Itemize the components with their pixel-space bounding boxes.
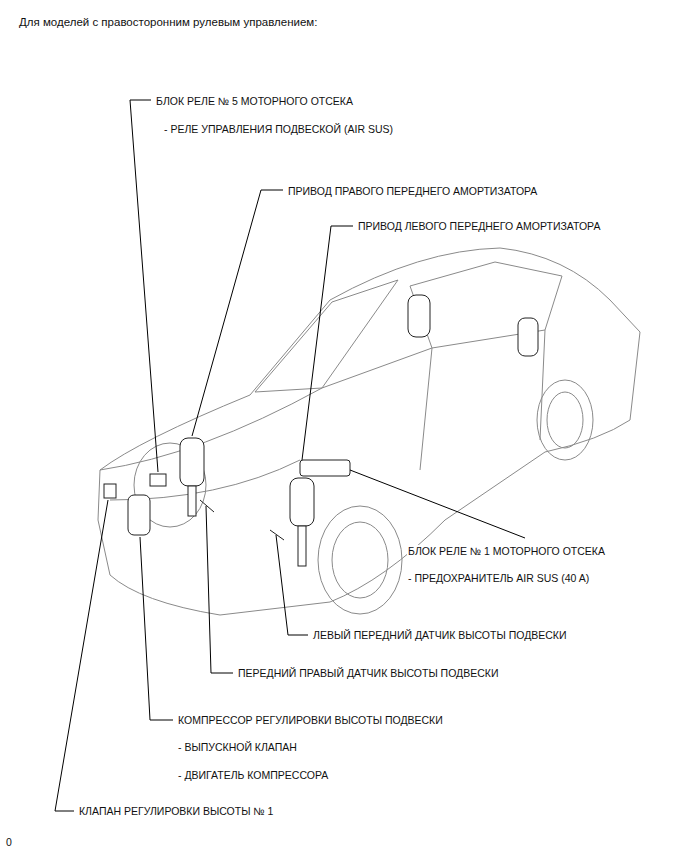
part-label: КЛАПАН РЕГУЛИРОВКИ ВЫСОТЫ № 1 [78, 805, 274, 817]
part-label: 0 [5, 836, 13, 848]
compressor [128, 495, 150, 535]
front-left-wheel [318, 506, 402, 614]
strut-fr [188, 486, 196, 516]
leader-line [302, 226, 353, 460]
relay-block-1 [300, 460, 350, 476]
side-window [410, 262, 562, 348]
leader-line [55, 500, 108, 811]
strut-fl [298, 526, 306, 566]
car-body [98, 248, 640, 615]
part-label: - ВЫПУСКНОЙ КЛАПАН [177, 741, 298, 753]
part-label: - ДВИГАТЕЛЬ КОМПРЕССОРА [177, 769, 329, 781]
part-label: ПРИВОД ПРАВОГО ПЕРЕДНЕГО АМОРТИЗАТОРА [287, 185, 538, 197]
part-label: ЛЕВЫЙ ПЕРЕДНИЙ ДАТЧИК ВЫСОТЫ ПОДВЕСКИ [312, 629, 568, 641]
leader-line [192, 190, 283, 436]
part-label: - РЕЛЕ УПРАВЛЕНИЯ ПОДВЕСКОЙ (AIR SUS) [163, 123, 394, 135]
relay-block-5 [150, 474, 166, 486]
height-sensor-fr [200, 500, 214, 512]
shock-absorber-fr [180, 438, 204, 486]
leader-line [276, 535, 308, 635]
part-label: ПРИВОД ЛЕВОГО ПЕРЕДНЕГО АМОРТИЗАТОРА [357, 220, 601, 232]
page-heading: Для моделей с правосторонним рулевым упр… [18, 15, 318, 29]
door-line [322, 330, 545, 470]
leader-line [140, 537, 173, 720]
rear-wheel [537, 380, 593, 460]
hood-line [100, 388, 322, 500]
shock-absorber-rr [518, 318, 538, 356]
part-label: ПЕРЕДНИЙ ПРАВЫЙ ДАТЧИК ВЫСОТЫ ПОДВЕСКИ [237, 667, 499, 679]
part-label: БЛОК РЕЛЕ № 1 МОТОРНОГО ОТСЕКА [407, 545, 606, 557]
part-label: БЛОК РЕЛЕ № 5 МОТОРНОГО ОТСЕКА [155, 95, 354, 107]
shock-absorber-rl [408, 295, 430, 337]
height-valve [104, 484, 116, 498]
shock-absorber-fl [290, 478, 314, 526]
height-sensor-fl [270, 530, 284, 540]
leader-line [206, 506, 233, 673]
front-left-wheel-rim [332, 522, 388, 598]
windshield [255, 280, 398, 392]
leader-line [130, 100, 158, 472]
rear-wheel-rim [547, 392, 583, 448]
leader-line [350, 470, 525, 538]
part-label: - ПРЕДОХРАНИТЕЛЬ AIR SUS (40 A) [407, 572, 590, 584]
part-label: КОМПРЕССОР РЕГУЛИРОВКИ ВЫСОТЫ ПОДВЕСКИ [177, 714, 444, 726]
